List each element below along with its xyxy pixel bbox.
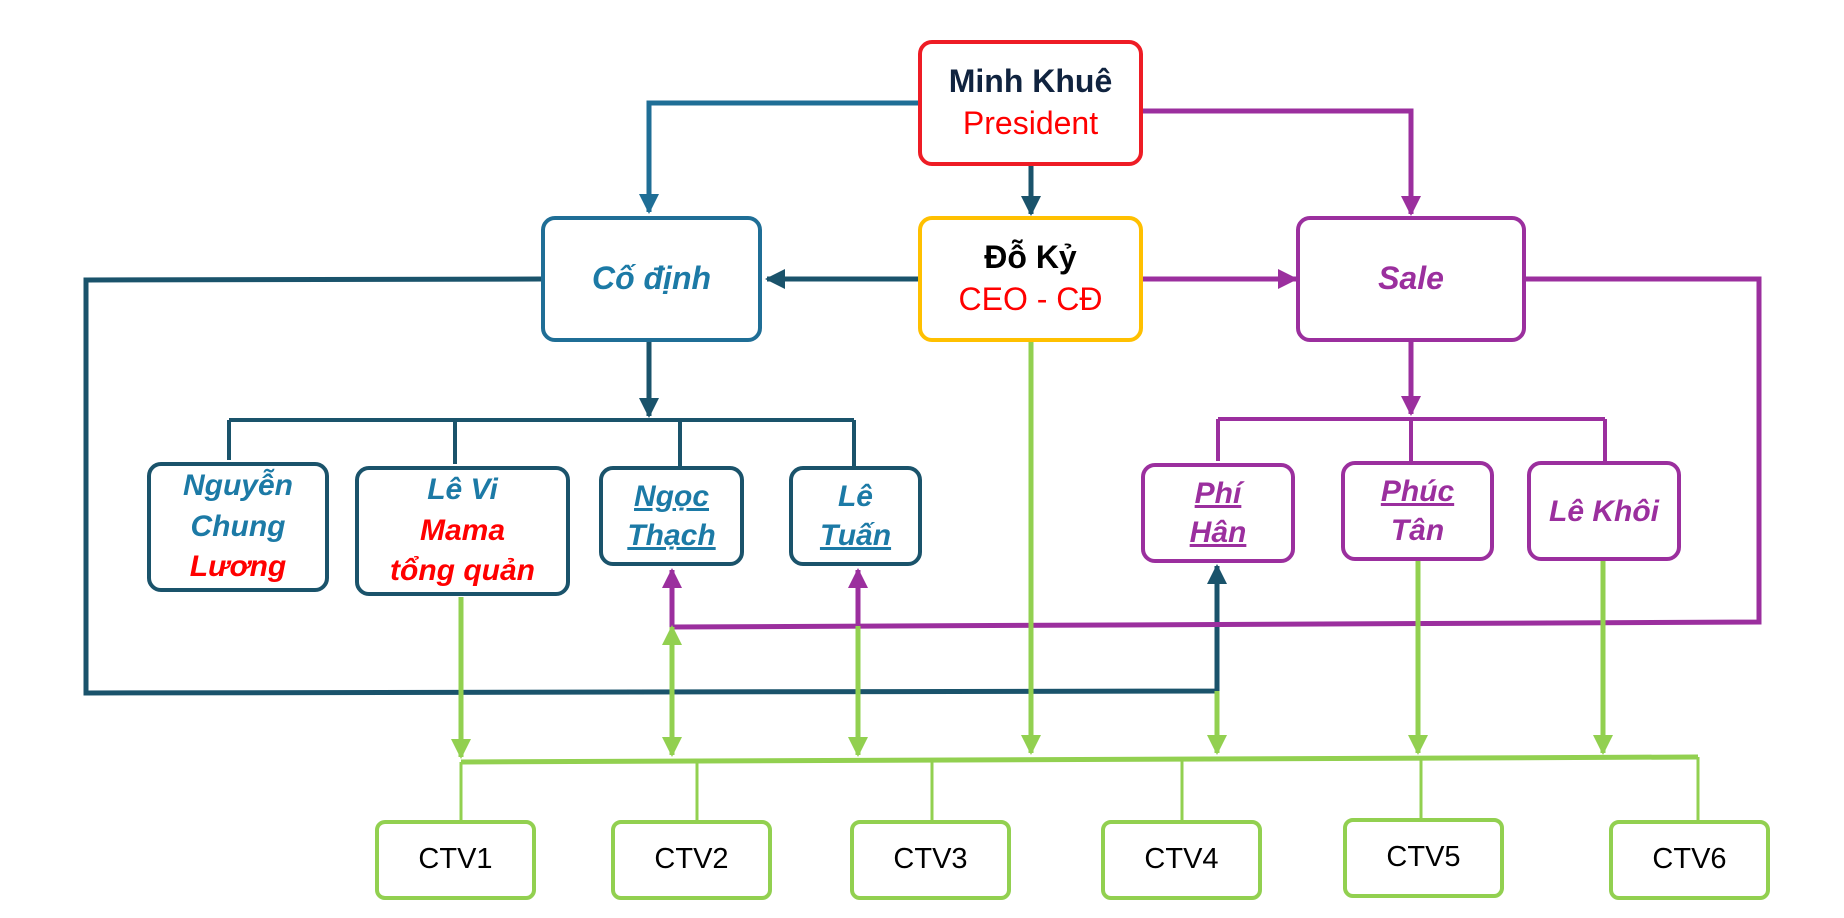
- staff-nguyen-chung-luong: Nguyễn Chung Lương: [147, 462, 329, 592]
- president-box: Minh Khuê President: [918, 40, 1143, 166]
- ctv-label: CTV1: [418, 843, 493, 876]
- staff-letuan-line1: Lê: [837, 480, 873, 513]
- ctv-box-3: CTV3: [850, 820, 1011, 900]
- staff-ngoc-thach: Ngọc Thạch: [599, 466, 744, 566]
- staff-phihan-line1: Phí: [1194, 477, 1242, 510]
- ctv-label: CTV6: [1652, 843, 1727, 876]
- staff-name-line2: Chung: [190, 509, 286, 543]
- staff-le-khoi: Lê Khôi: [1527, 461, 1681, 561]
- staff-phihan-line2: Hân: [1189, 516, 1247, 549]
- ctv-box-1: CTV1: [375, 820, 536, 900]
- president-role: President: [962, 105, 1099, 141]
- staff-le-tuan: Lê Tuấn: [789, 466, 922, 566]
- staff-levi-name: Lê Vi: [427, 473, 498, 507]
- ctv-label: CTV2: [654, 843, 729, 876]
- ceo-box: Đỗ Kỷ CEO - CĐ: [918, 216, 1143, 342]
- staff-name-line1: Nguyễn: [182, 469, 293, 503]
- ctv-box-2: CTV2: [611, 820, 772, 900]
- ctv-label: CTV3: [893, 843, 968, 876]
- staff-phuc-tan: Phúc Tân: [1341, 461, 1494, 561]
- ctv-label: CTV4: [1144, 843, 1219, 876]
- staff-phuctan-line2: Tân: [1390, 514, 1445, 547]
- staff-letuan-line2: Tuấn: [819, 519, 892, 552]
- ctv-box-6: CTV6: [1609, 820, 1770, 900]
- staff-le-vi: Lê Vi Mama tổng quản: [355, 466, 570, 596]
- connector-president-sale: [1143, 108, 1421, 216]
- staff-phuctan-line1: Phúc: [1380, 475, 1455, 508]
- sale-team-box: Sale: [1296, 216, 1526, 342]
- president-name: Minh Khuê: [948, 63, 1113, 100]
- sale-staff-bus: [1216, 417, 1607, 461]
- fixed-staff-bus: [227, 418, 856, 466]
- ctv-drop-lines: [459, 757, 1700, 822]
- ctv-box-4: CTV4: [1101, 820, 1262, 900]
- connector-president-fixed: [639, 100, 918, 214]
- staff-lekhoi-label: Lê Khôi: [1549, 494, 1659, 528]
- ceo-role: CEO - CĐ: [958, 281, 1103, 317]
- sale-loop-line: [662, 276, 1762, 630]
- ctv-box-5: CTV5: [1343, 818, 1504, 898]
- ctv-bus: [460, 754, 1699, 765]
- staff-levi-title2: tổng quản: [390, 554, 535, 588]
- ctv-label: CTV5: [1386, 841, 1461, 874]
- staff-phi-han: Phí Hân: [1141, 463, 1295, 563]
- ceo-name: Đỗ Kỷ: [984, 239, 1077, 276]
- sale-team-label: Sale: [1378, 260, 1444, 297]
- staff-ngoc-line2: Thạch: [627, 519, 716, 552]
- staff-ngoc-line1: Ngọc: [634, 480, 709, 513]
- staff-name-line3: Lương: [189, 550, 287, 584]
- fixed-loop-to-phihan: [83, 276, 1227, 696]
- staff-levi-title1: Mama: [419, 513, 506, 547]
- fixed-team-box: Cố định: [541, 216, 762, 342]
- fixed-team-label: Cố định: [591, 260, 712, 297]
